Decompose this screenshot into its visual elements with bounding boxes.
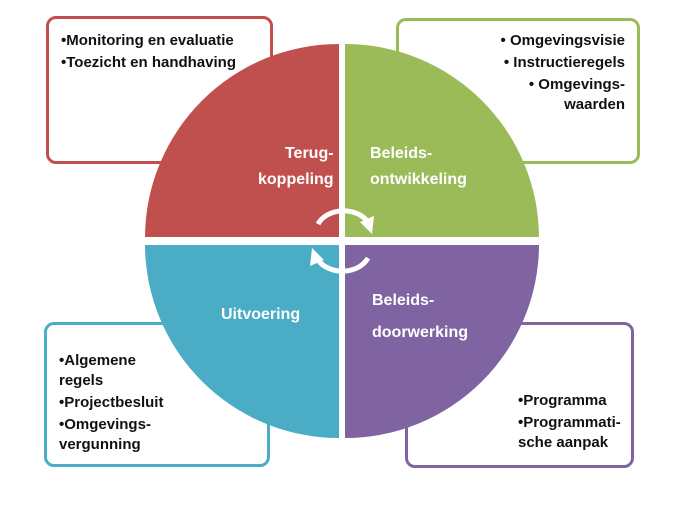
list-item: • Instructieregels <box>503 54 625 71</box>
cycle-arrows-icon <box>315 208 371 274</box>
quadrant-uitvoering <box>145 245 339 438</box>
list-item: •Programma <box>518 392 607 409</box>
list-item: • Omgevingsvisie <box>500 32 625 49</box>
list-item: • Omgevings-waarden <box>528 76 625 113</box>
label-terugkoppeling: Terug- koppeling <box>258 141 334 193</box>
label-line: Beleids- <box>370 145 433 162</box>
list-item: •Toezicht en handhaving <box>61 54 236 71</box>
label-line: Beleids- <box>372 292 435 309</box>
label-beleidsontwikkeling: Beleids- ontwikkeling <box>370 141 467 193</box>
quadrant-terugkoppeling <box>145 44 339 237</box>
label-line: Terug- <box>284 145 334 162</box>
list-item: •Omgevings-vergunning <box>59 416 151 453</box>
list-item: •Monitoring en evaluatie <box>61 32 234 49</box>
label-line: ontwikkeling <box>370 171 467 188</box>
label-beleidsdoorwerking: Beleids- doorwerking <box>372 288 468 346</box>
label-line: koppeling <box>258 171 334 188</box>
quadrant-beleidsontwikkeling <box>345 44 539 237</box>
label-line: Uitvoering <box>221 306 301 323</box>
list-item: •Programmati-sche aanpak <box>518 414 621 451</box>
list-item: •Algemene regels <box>59 352 136 389</box>
quadrant-beleidsdoorwerking <box>345 245 539 438</box>
label-uitvoering: Uitvoering <box>221 302 300 328</box>
arrowheads <box>310 216 374 266</box>
list-item: •Projectbesluit <box>59 394 164 411</box>
label-line: doorwerking <box>372 324 469 341</box>
